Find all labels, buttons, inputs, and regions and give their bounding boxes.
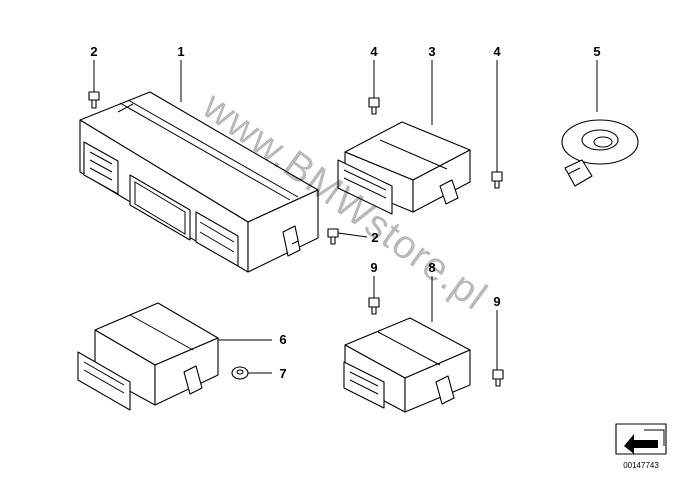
control-module-large[interactable] xyxy=(79,91,319,273)
part-label-5: 5 xyxy=(593,44,600,59)
part-label-4: 4 xyxy=(370,44,378,59)
part-labels: 2 1 4 3 4 5 2 9 8 9 6 7 xyxy=(90,44,600,381)
sensor-ring[interactable] xyxy=(561,119,639,187)
screw-9-right[interactable] xyxy=(492,369,504,387)
part-label-7: 7 xyxy=(279,366,286,381)
part-label-4: 4 xyxy=(493,44,501,59)
part-label-3: 3 xyxy=(428,44,435,59)
screw-2-right[interactable] xyxy=(327,228,339,245)
nut-7[interactable] xyxy=(231,366,249,380)
part-label-9: 9 xyxy=(493,294,500,309)
screw-9-left[interactable] xyxy=(368,297,380,315)
control-module-medium[interactable] xyxy=(337,121,471,215)
part-label-1: 1 xyxy=(177,44,184,59)
part-label-8: 8 xyxy=(428,260,435,275)
leader-lines xyxy=(93,60,598,374)
control-module-small[interactable] xyxy=(77,302,219,411)
part-label-2: 2 xyxy=(90,44,97,59)
part-label-9: 9 xyxy=(370,260,377,275)
screw-4-left[interactable] xyxy=(368,97,380,115)
diagram-reference-icon xyxy=(615,423,667,455)
control-module-bottom[interactable] xyxy=(343,317,471,413)
screw-4-right[interactable] xyxy=(491,171,503,189)
screw-2-top[interactable] xyxy=(88,91,100,109)
part-label-6: 6 xyxy=(279,332,286,347)
part-label-2: 2 xyxy=(371,230,378,245)
diagram-number: 00147743 xyxy=(623,461,659,470)
